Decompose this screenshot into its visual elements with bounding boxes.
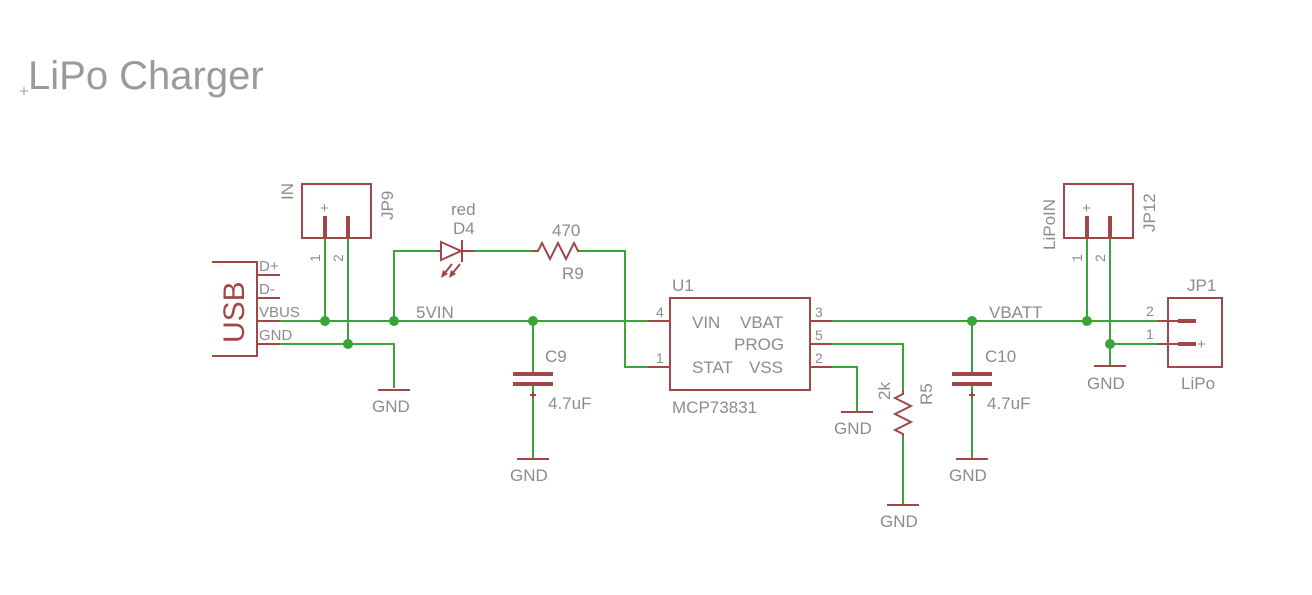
svg-text:GND: GND xyxy=(1087,374,1125,393)
u1-pinno-vbat: 3 xyxy=(815,304,823,320)
jp1-plus: + xyxy=(1197,336,1206,353)
u1-pin-vbat: VBAT xyxy=(740,313,783,332)
c9-capacitor: C9 4.7uF xyxy=(513,347,591,413)
u1-pinno-stat: 1 xyxy=(656,350,664,366)
svg-text:GND: GND xyxy=(510,466,548,485)
d4-value: red xyxy=(451,200,476,219)
gnd-symbol-c9: GND xyxy=(510,458,549,485)
jp12-ref: JP12 xyxy=(1140,193,1159,232)
r5-value: 2k xyxy=(875,382,894,400)
u1-pinno-vin: 4 xyxy=(656,304,664,320)
jp1-ref: JP1 xyxy=(1187,276,1216,295)
u1-pin-prog: PROG xyxy=(734,335,784,354)
svg-text:GND: GND xyxy=(880,512,918,531)
jp12-pin2: 2 xyxy=(1092,254,1108,262)
jp12-pin1: 1 xyxy=(1069,254,1085,262)
jp1-connector: + 2 1 JP1 LiPo xyxy=(1146,276,1223,393)
usb-pin-dminus: D- xyxy=(259,281,275,298)
jp9-connector: + 1 2 IN JP9 xyxy=(278,183,397,262)
usb-connector: USB D+ D- VBUS GND xyxy=(212,258,300,357)
u1-ref: U1 xyxy=(672,276,694,295)
c10-ref: C10 xyxy=(985,347,1016,366)
usb-label: USB xyxy=(218,281,251,343)
c10-value: 4.7uF xyxy=(987,394,1030,413)
title-origin-mark xyxy=(20,87,28,95)
c10-capacitor: C10 4.7uF xyxy=(952,347,1030,413)
jp1-pin1: 1 xyxy=(1146,326,1154,342)
junctions xyxy=(320,316,1115,349)
gnd-symbol-usb: GND xyxy=(372,389,410,416)
jp12-value: LiPoIN xyxy=(1040,199,1059,250)
u1-pin-stat: STAT xyxy=(692,358,733,377)
u1-ic: U1 MCP73831 VIN VBAT PROG STAT VSS 4 1 3… xyxy=(648,276,832,417)
r9-value: 470 xyxy=(552,221,580,240)
r9-resistor: 470 R9 xyxy=(532,221,584,283)
r5-resistor: 2k R5 xyxy=(875,382,936,436)
jp1-value: LiPo xyxy=(1181,374,1215,393)
gnd-symbol-c10: GND xyxy=(949,458,988,485)
gnd-symbol-jp1: GND xyxy=(1087,365,1126,393)
jp9-value: IN xyxy=(278,183,297,200)
d4-led: red D4 xyxy=(437,200,476,278)
usb-pin-vbus: VBUS xyxy=(259,304,300,321)
schematic-title: LiPo Charger xyxy=(28,54,264,98)
usb-pin-gnd: GND xyxy=(259,327,293,344)
gnd-symbol-vss: GND xyxy=(834,411,873,438)
jp12-plus: + xyxy=(1082,200,1091,217)
jp1-pin2: 2 xyxy=(1146,303,1154,319)
u1-pinno-prog: 5 xyxy=(815,327,823,343)
jp9-plus: + xyxy=(320,200,329,217)
usb-pin-dplus: D+ xyxy=(259,258,279,275)
u1-pinno-vss: 2 xyxy=(815,350,823,366)
svg-text:GND: GND xyxy=(834,419,872,438)
net-label-vbatt: VBATT xyxy=(989,303,1043,322)
u1-pin-vss: VSS xyxy=(749,358,783,377)
net-label-5vin: 5VIN xyxy=(416,303,454,322)
r9-ref: R9 xyxy=(562,264,584,283)
svg-text:GND: GND xyxy=(372,397,410,416)
r5-ref: R5 xyxy=(917,383,936,405)
jp9-ref: JP9 xyxy=(378,191,397,220)
u1-pin-vin: VIN xyxy=(692,313,720,332)
jp9-pin2: 2 xyxy=(330,254,346,262)
d4-ref: D4 xyxy=(453,219,475,238)
jp9-pin1: 1 xyxy=(307,254,323,262)
jp12-connector: + 1 2 LiPoIN JP12 xyxy=(1040,183,1159,262)
svg-text:GND: GND xyxy=(949,466,987,485)
gnd-symbol-r5: GND xyxy=(880,504,919,531)
c9-ref: C9 xyxy=(545,347,567,366)
c9-value: 4.7uF xyxy=(548,394,591,413)
u1-value: MCP73831 xyxy=(672,398,757,417)
